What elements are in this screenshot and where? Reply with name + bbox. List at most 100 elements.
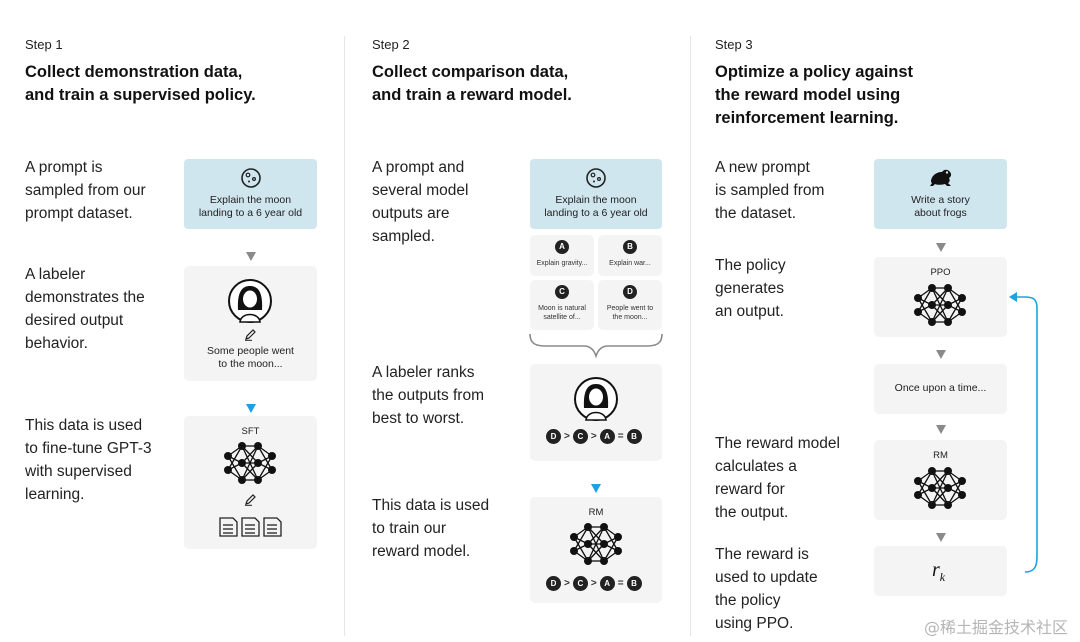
desc-line: the output. <box>715 504 789 521</box>
heading-line: Collect demonstration data, <box>25 63 243 81</box>
desc-line: A prompt is <box>25 159 103 176</box>
step3-heading: Optimize a policy against the reward mod… <box>715 61 1015 130</box>
desc-line: with supervised <box>25 463 132 480</box>
desc-line: using PPO. <box>715 615 794 632</box>
nn-node <box>254 459 262 467</box>
watermark: @稀土掘金技术社区 <box>923 618 1068 637</box>
desc-line: A prompt and <box>372 159 465 176</box>
nn-node <box>958 477 966 485</box>
rm-label: RM <box>933 450 948 461</box>
nn-node <box>600 540 608 548</box>
rank-badge: A <box>599 429 615 444</box>
moon-icon <box>586 168 606 188</box>
nn-node <box>928 301 936 309</box>
neural-network-icon <box>914 284 966 326</box>
heading-line: Optimize a policy against <box>715 63 914 81</box>
nn-edge <box>603 536 619 562</box>
labeler-avatar-icon <box>228 279 272 323</box>
neural-network-icon <box>224 442 276 484</box>
desc-line: A labeler <box>25 266 86 283</box>
nn-node <box>944 301 952 309</box>
neural-network-icon <box>914 467 966 509</box>
nn-node <box>570 533 578 541</box>
arrow-down <box>936 243 946 252</box>
nn-edge <box>257 455 273 481</box>
rank-operator: > <box>590 578 597 589</box>
desc-line: the outputs from <box>372 387 485 404</box>
nn-node <box>614 547 622 555</box>
prompt-text: Explain the moon landing to a 6 year old <box>184 194 317 220</box>
desc-line: This data is used <box>372 497 490 514</box>
nn-edge <box>947 297 963 323</box>
step1-desc-labeler: A labeler demonstrates the desired outpu… <box>25 263 185 355</box>
badge-a: A <box>555 240 569 254</box>
step3-reward-card: rk <box>874 546 1007 596</box>
desc-line: used to update <box>715 569 818 586</box>
nn-node <box>268 466 276 474</box>
nn-node <box>914 294 922 302</box>
step2-desc-train: This data is used to train our reward mo… <box>372 494 532 563</box>
nn-edge <box>917 470 933 496</box>
rank-badge: A <box>599 576 615 591</box>
nn-node <box>600 557 608 565</box>
nn-node <box>614 533 622 541</box>
desc-line: A labeler ranks <box>372 364 475 381</box>
nn-node <box>944 467 952 475</box>
nn-node <box>944 501 952 509</box>
nn-node <box>584 523 592 531</box>
step3-desc-update: The reward is used to update the policy … <box>715 543 870 635</box>
nn-node <box>584 557 592 565</box>
desc-line: demonstrates the <box>25 289 145 306</box>
nn-node <box>224 452 232 460</box>
nn-node <box>238 459 246 467</box>
desc-line: reward for <box>715 481 785 498</box>
heading-line: the reward model using <box>715 86 901 104</box>
prompt-line: Explain the moon <box>555 194 637 206</box>
nn-node <box>944 484 952 492</box>
rank-badge: B <box>626 576 642 591</box>
output-text: Explain war... <box>598 259 662 268</box>
desc-line: The policy <box>715 257 786 274</box>
desc-line: several model <box>372 182 469 199</box>
neural-network-icon <box>570 523 622 565</box>
pencil-icon <box>245 494 256 506</box>
desc-line: The reward model <box>715 435 840 452</box>
rank-badge: B <box>626 429 642 444</box>
step3-desc-reward: The reward model calculates a reward for… <box>715 432 875 524</box>
step1-label: Step 1 <box>25 37 63 52</box>
heading-line: and train a reward model. <box>372 86 572 104</box>
output-line: Explain war... <box>609 260 651 267</box>
nn-node <box>958 294 966 302</box>
sft-label: SFT <box>241 426 260 437</box>
output-line: satellite of... <box>543 314 581 321</box>
desc-line: the policy <box>715 592 781 609</box>
prompt-text: Explain the moon landing to a 6 year old <box>530 194 662 220</box>
desc-line: The reward is <box>715 546 809 563</box>
output-card-d: D People went to the moon... <box>598 280 662 330</box>
prompt-line: Explain the moon <box>209 194 292 206</box>
nn-edge <box>241 445 259 481</box>
heading-line: and train a supervised policy. <box>25 86 256 104</box>
nn-node <box>928 484 936 492</box>
step1-heading: Collect demonstration data, and train a … <box>25 61 325 107</box>
rank-badge: D <box>546 429 561 444</box>
prompt-line: landing to a 6 year old <box>198 207 303 219</box>
arrow-down <box>936 533 946 542</box>
step3-label: Step 3 <box>715 37 753 52</box>
ranking-row: D > C > A = B <box>546 576 642 591</box>
pencil-icon <box>245 329 256 341</box>
nn-node <box>958 491 966 499</box>
badge-c: C <box>555 285 569 299</box>
nn-node <box>238 476 246 484</box>
step1-desc-finetune: This data is used to fine-tune GPT-3 wit… <box>25 414 185 506</box>
step2-label: Step 2 <box>372 37 410 52</box>
nn-node <box>254 442 262 450</box>
desc-line: calculates a <box>715 458 797 475</box>
nn-edge <box>917 287 933 313</box>
moon-icon <box>241 168 261 188</box>
output-line: Moon is natural <box>538 305 586 312</box>
output-card-b: B Explain war... <box>598 235 662 276</box>
nn-edge <box>917 297 933 323</box>
output-line: the moon... <box>612 314 648 321</box>
desc-line: sampled. <box>372 228 435 245</box>
